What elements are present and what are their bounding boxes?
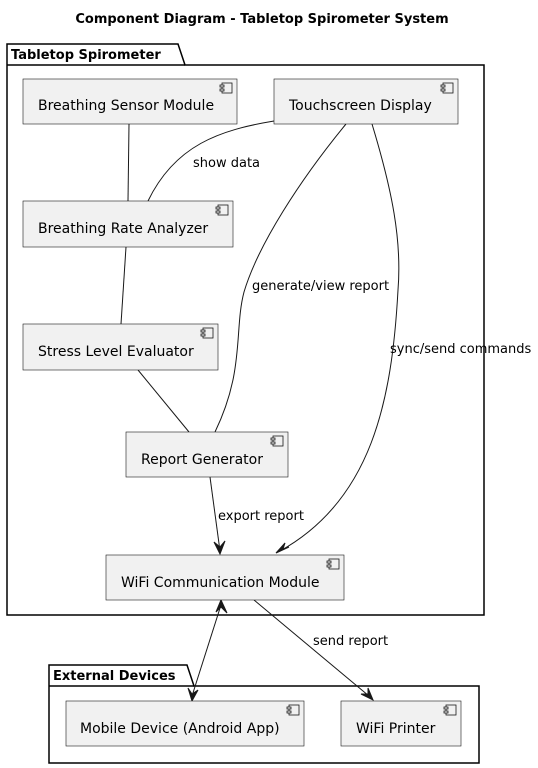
arrowhead-wifi-mobile-top xyxy=(215,598,228,614)
component-label-stress-evaluator: Stress Level Evaluator xyxy=(38,344,194,360)
component-stress-level-evaluator: Stress Level Evaluator xyxy=(22,323,219,371)
arrowheads xyxy=(187,540,374,703)
arrowhead-touchscreen-wifi xyxy=(275,542,290,554)
component-mobile-device: Mobile Device (Android App) xyxy=(65,700,305,747)
edge-touchscreen-analyzer xyxy=(147,120,275,202)
package-label-spirometer: Tabletop Spirometer xyxy=(11,48,161,63)
edge-wifi-printer xyxy=(253,599,370,697)
component-icon xyxy=(270,435,284,447)
component-icon xyxy=(219,82,233,94)
diagram-title: Component Diagram - Tabletop Spirometer … xyxy=(75,12,448,27)
edge-touchscreen-wifi xyxy=(279,123,400,552)
edge-label-show-data: show data xyxy=(193,156,260,171)
edge-touchscreen-report xyxy=(214,123,347,433)
component-label-wifi-printer: WiFi Printer xyxy=(356,721,436,737)
component-icon xyxy=(286,704,300,716)
component-label-wifi-module: WiFi Communication Module xyxy=(121,575,320,591)
component-label-breathing-sensor: Breathing Sensor Module xyxy=(38,98,214,114)
component-icon xyxy=(443,704,457,716)
package-label-external: External Devices xyxy=(53,669,176,684)
edge-analyzer-evaluator xyxy=(120,246,127,325)
edge-label-generate-view-report: generate/view report xyxy=(252,279,389,294)
edge-label-send-report: send report xyxy=(313,634,388,649)
edge-sensor-analyzer xyxy=(127,123,130,202)
component-wifi-communication-module: WiFi Communication Module xyxy=(105,554,345,601)
component-label-rate-analyzer: Breathing Rate Analyzer xyxy=(38,221,208,237)
component-icon xyxy=(326,558,340,570)
edges xyxy=(120,120,400,697)
component-breathing-sensor: Breathing Sensor Module xyxy=(22,78,238,125)
component-icon xyxy=(200,327,214,339)
edge-evaluator-report xyxy=(137,369,190,433)
edge-report-wifi xyxy=(209,476,221,552)
component-touchscreen-display: Touchscreen Display xyxy=(273,78,459,125)
component-report-generator: Report Generator xyxy=(125,431,289,478)
edge-wifi-mobile xyxy=(191,604,222,697)
component-label-touchscreen: Touchscreen Display xyxy=(288,98,432,114)
arrowhead-report-wifi xyxy=(213,540,226,556)
edge-label-sync-send-commands: sync/send commands xyxy=(390,342,532,357)
arrowhead-wifi-mobile-bottom xyxy=(187,687,199,703)
edge-label-export-report: export report xyxy=(218,509,304,524)
component-icon xyxy=(215,204,229,216)
component-label-report-generator: Report Generator xyxy=(141,452,263,468)
component-label-mobile-device: Mobile Device (Android App) xyxy=(80,721,280,737)
component-icon xyxy=(440,82,454,94)
component-breathing-rate-analyzer: Breathing Rate Analyzer xyxy=(22,200,234,248)
component-wifi-printer: WiFi Printer xyxy=(340,700,462,747)
arrowhead-wifi-printer xyxy=(360,687,374,702)
